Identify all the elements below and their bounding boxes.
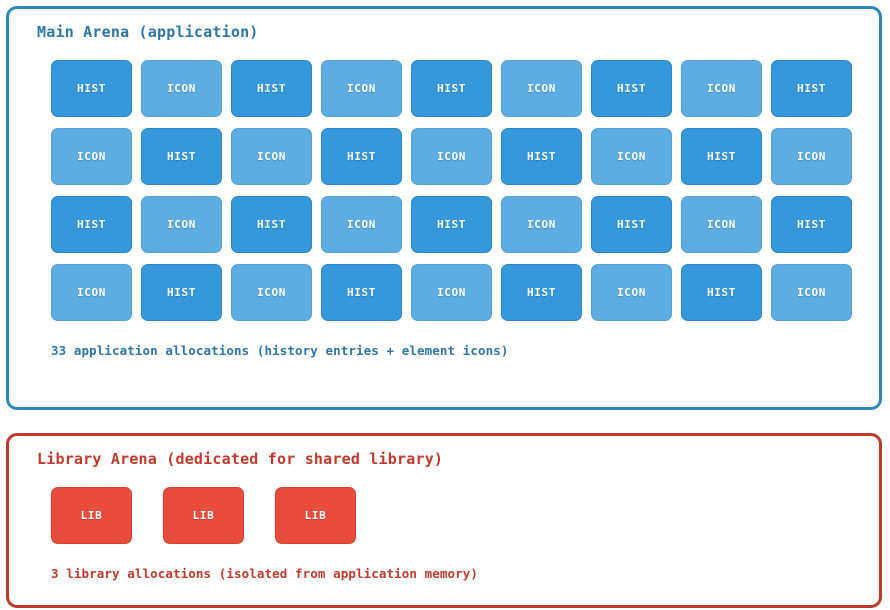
allocation-block-lib: LIB xyxy=(51,487,132,544)
allocation-block-hist: HIST xyxy=(591,196,672,253)
allocation-block-hist: HIST xyxy=(51,60,132,117)
allocation-block-icon: ICON xyxy=(141,196,222,253)
allocation-block-hist: HIST xyxy=(681,264,762,321)
library-arena-block-row: LIB LIB LIB xyxy=(51,487,861,544)
allocation-block-hist: HIST xyxy=(141,128,222,185)
library-arena-container: Library Arena (dedicated for shared libr… xyxy=(6,433,882,608)
allocation-block-icon: ICON xyxy=(231,264,312,321)
allocation-block-hist: HIST xyxy=(321,128,402,185)
library-arena-title: Library Arena (dedicated for shared libr… xyxy=(37,450,444,468)
allocation-block-hist: HIST xyxy=(771,196,852,253)
allocation-block-icon: ICON xyxy=(681,60,762,117)
allocation-block-icon: ICON xyxy=(51,264,132,321)
library-arena-caption: 3 library allocations (isolated from app… xyxy=(51,566,479,581)
allocation-block-icon: ICON xyxy=(501,60,582,117)
allocation-block-hist: HIST xyxy=(411,196,492,253)
allocation-block-hist: HIST xyxy=(51,196,132,253)
allocation-block-icon: ICON xyxy=(51,128,132,185)
allocation-block-icon: ICON xyxy=(321,196,402,253)
allocation-block-icon: ICON xyxy=(231,128,312,185)
allocation-block-lib: LIB xyxy=(275,487,356,544)
allocation-block-icon: ICON xyxy=(141,60,222,117)
allocation-block-icon: ICON xyxy=(411,128,492,185)
allocation-block-hist: HIST xyxy=(231,196,312,253)
allocation-block-icon: ICON xyxy=(771,128,852,185)
allocation-block-icon: ICON xyxy=(591,264,672,321)
main-arena-caption: 33 application allocations (history entr… xyxy=(51,343,509,358)
allocation-block-icon: ICON xyxy=(771,264,852,321)
allocation-block-hist: HIST xyxy=(231,60,312,117)
allocation-block-icon: ICON xyxy=(321,60,402,117)
allocation-block-hist: HIST xyxy=(681,128,762,185)
allocation-block-lib: LIB xyxy=(163,487,244,544)
allocation-block-hist: HIST xyxy=(411,60,492,117)
allocation-block-hist: HIST xyxy=(591,60,672,117)
allocation-block-icon: ICON xyxy=(681,196,762,253)
main-arena-title: Main Arena (application) xyxy=(37,23,259,41)
allocation-block-hist: HIST xyxy=(321,264,402,321)
allocation-block-hist: HIST xyxy=(501,264,582,321)
allocation-block-icon: ICON xyxy=(591,128,672,185)
allocation-block-hist: HIST xyxy=(141,264,222,321)
allocation-block-hist: HIST xyxy=(501,128,582,185)
allocation-block-icon: ICON xyxy=(501,196,582,253)
allocation-block-icon: ICON xyxy=(411,264,492,321)
allocation-block-hist: HIST xyxy=(771,60,852,117)
